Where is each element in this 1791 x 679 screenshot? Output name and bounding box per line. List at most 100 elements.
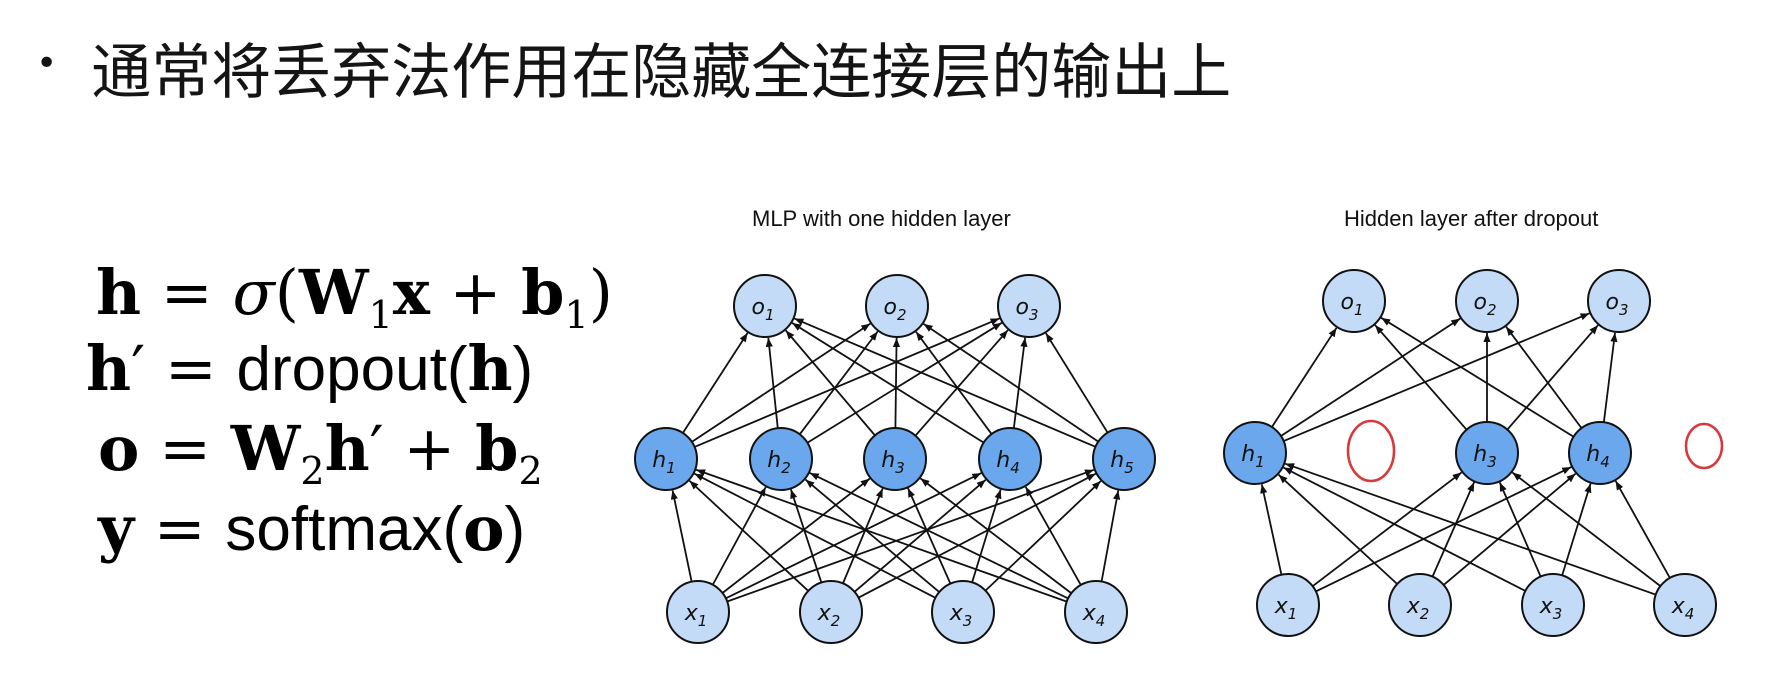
eq-symbol: )	[588, 256, 613, 329]
left-edge-input-hidden	[711, 486, 767, 586]
right-output-node: o2	[1455, 269, 1519, 333]
eq-symbol: =	[134, 492, 226, 565]
left-edge-input-hidden	[725, 472, 982, 600]
left-hidden-node: h3	[863, 427, 927, 491]
left-edge-hidden-output	[785, 329, 876, 436]
eq-subscript: 1	[564, 293, 589, 337]
eq-symbol: W	[230, 412, 301, 485]
eq-subscript: 2	[518, 449, 543, 493]
equation-softmax: y = softmax(o)	[98, 498, 525, 561]
right-edge-input-hidden	[1511, 471, 1661, 587]
right-edge-input-hidden	[1260, 484, 1283, 575]
left-edge-input-hidden	[919, 477, 1072, 594]
left-edge-input-hidden	[694, 472, 936, 599]
eq-symbol: x	[392, 256, 430, 329]
left-hidden-node: h4	[978, 427, 1042, 491]
left-edge-input-hidden	[721, 477, 871, 594]
right-input-node: x2	[1388, 573, 1452, 637]
right-edge-input-hidden	[1283, 466, 1526, 592]
eq-symbol: σ	[232, 256, 275, 329]
right-hidden-node: h1	[1223, 421, 1287, 485]
left-edge-hidden-output	[806, 322, 1003, 444]
left-edge-hidden-output	[691, 322, 871, 443]
svg-text:0: 0	[1370, 456, 1372, 458]
dropped-unit-mark: 0	[1346, 419, 1396, 483]
left-edge-hidden-output	[923, 323, 1099, 443]
eq-symbol: h	[324, 412, 370, 485]
eq-symbol: =	[141, 256, 233, 329]
right-edge-hidden-output	[1506, 324, 1599, 431]
right-edge-input-hidden	[1561, 483, 1592, 576]
eq-symbol: )	[512, 335, 534, 404]
right-edge-hidden-output	[1380, 317, 1575, 438]
eq-symbol: o	[463, 492, 505, 565]
left-edge-input-hidden	[984, 480, 1102, 592]
svg-text:0: 0	[1703, 451, 1705, 453]
left-edge-hidden-output	[892, 337, 901, 429]
eq-symbol: (	[274, 256, 299, 329]
right-edge-hidden-output	[1283, 312, 1590, 442]
right-input-node: x3	[1521, 573, 1585, 637]
right-panel-title: Hidden layer after dropout	[1344, 206, 1599, 231]
eq-symbol: b	[521, 256, 565, 329]
right-hidden-node: h4	[1568, 421, 1632, 485]
eq-symbol: y	[98, 492, 135, 565]
left-input-node: x1	[666, 580, 730, 644]
right-edge-input-hidden	[1614, 480, 1671, 579]
right-output-node: o3	[1587, 269, 1651, 333]
equation-output: o = W2h′ + b2	[98, 418, 543, 491]
eq-symbol: b	[475, 412, 519, 485]
slide-heading: • 通常将丢弃法作用在隐藏全连接层的输出上	[36, 24, 1231, 111]
eq-symbol: +	[383, 412, 476, 485]
left-edge-hidden-output	[915, 331, 993, 435]
left-edge-input-hidden	[1024, 486, 1082, 586]
right-edge-input-hidden	[1312, 471, 1463, 587]
eq-symbol: )	[504, 495, 526, 564]
left-edge-input-hidden	[804, 478, 940, 593]
left-edge-input-hidden	[971, 489, 1002, 583]
left-edge-hidden-output	[765, 337, 779, 429]
right-edge-hidden-output	[1271, 327, 1338, 428]
eq-symbol: o	[98, 412, 140, 485]
left-input-node: x2	[799, 580, 863, 644]
left-edge-input-hidden	[1100, 490, 1121, 582]
right-input-node: x4	[1653, 573, 1717, 637]
right-edge-hidden-output	[1280, 317, 1461, 437]
right-edge-input-hidden	[1315, 466, 1572, 593]
left-edge-hidden-output	[791, 322, 985, 444]
right-input-node: x1	[1256, 573, 1320, 637]
left-edge-input-hidden	[853, 479, 987, 593]
left-output-node: o3	[997, 274, 1061, 338]
right-edge-input-hidden	[1443, 472, 1577, 586]
right-edge-input-hidden	[1284, 462, 1657, 596]
left-edge-input-hidden	[695, 468, 1068, 603]
eq-symbol: h	[96, 256, 142, 329]
eq-symbol: h	[86, 332, 132, 405]
left-hidden-node: h1	[634, 427, 698, 491]
eq-symbol: W	[298, 256, 369, 329]
left-edge-input-hidden	[809, 472, 1069, 600]
heading-text: 通常将丢弃法作用在隐藏全连接层的输出上	[91, 38, 1232, 108]
left-input-node: x3	[931, 580, 995, 644]
equation-dropout: h′ = dropout(h)	[86, 338, 533, 401]
right-edge-input-hidden	[1277, 474, 1398, 585]
left-output-node: o2	[865, 274, 929, 338]
right-edge-hidden-output	[1374, 324, 1468, 431]
left-edge-hidden-output	[682, 332, 749, 434]
left-edge-hidden-output	[1045, 332, 1109, 434]
eq-symbol: ′	[131, 332, 146, 405]
left-edge-input-hidden	[688, 480, 809, 592]
dropped-unit-mark: 0	[1684, 422, 1724, 470]
eq-subscript: 1	[368, 293, 393, 337]
eq-symbol: (	[442, 495, 464, 564]
left-panel-title: MLP with one hidden layer	[752, 206, 1011, 231]
right-output-node: o1	[1322, 269, 1386, 333]
right-edge-hidden-output	[1505, 326, 1583, 429]
right-edge-hidden-output	[1602, 332, 1618, 423]
eq-symbol: =	[139, 412, 231, 485]
eq-function: dropout	[236, 335, 447, 404]
right-hidden-node: h3	[1455, 421, 1519, 485]
left-edge-input-hidden	[907, 487, 952, 585]
eq-symbol: h	[467, 332, 513, 405]
